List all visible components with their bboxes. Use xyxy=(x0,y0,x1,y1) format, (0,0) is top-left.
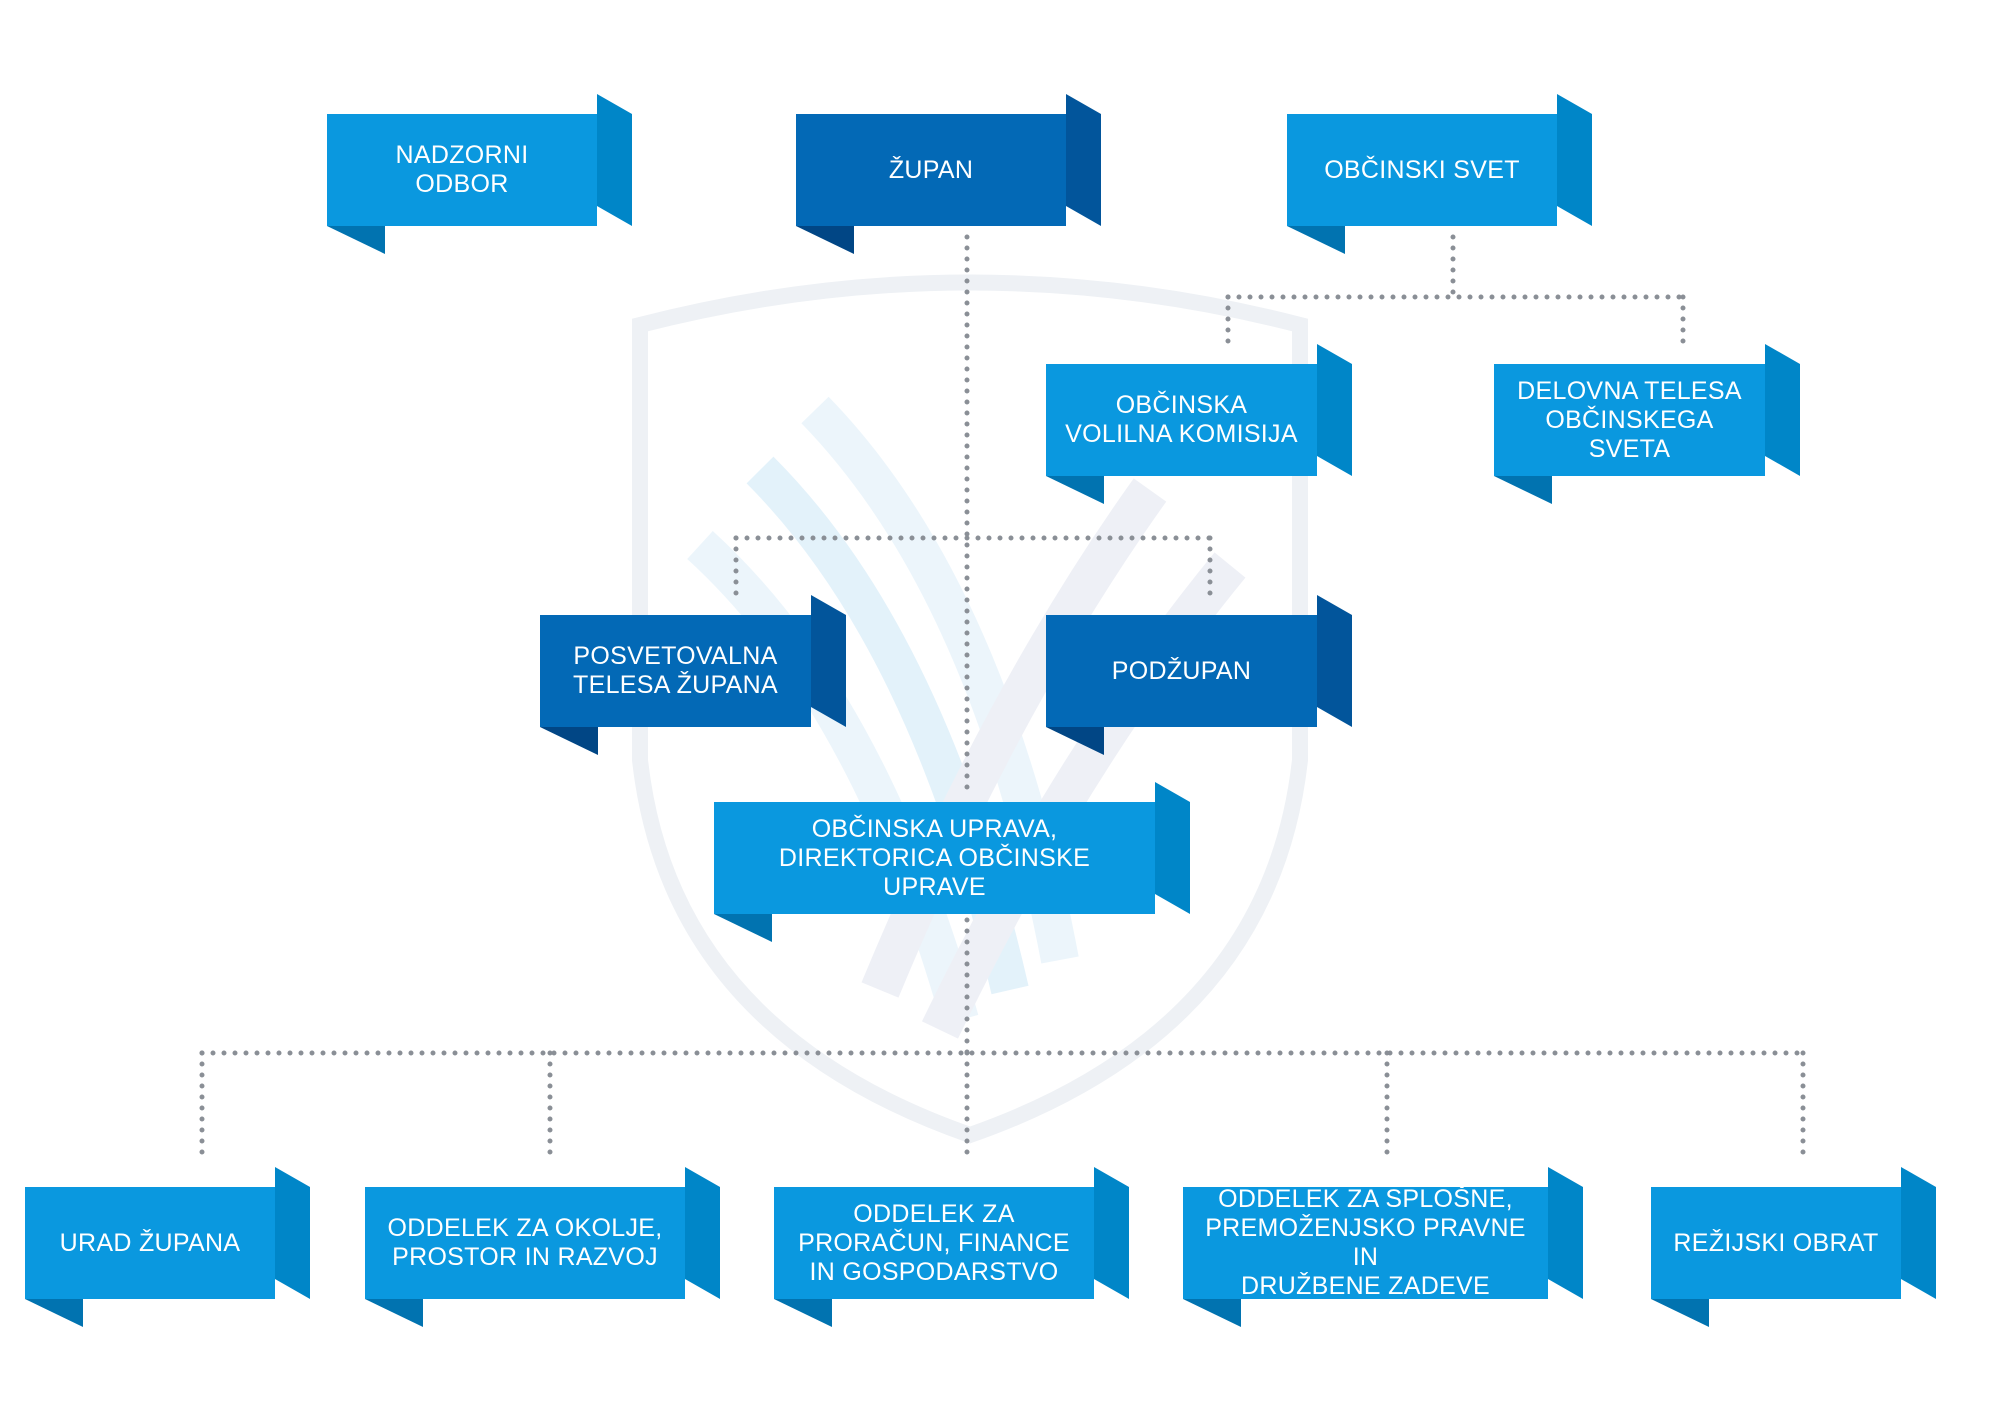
banner-front xyxy=(540,615,811,727)
banner-side xyxy=(1765,344,1800,476)
banner-shape xyxy=(1046,595,1352,755)
banner-fold xyxy=(1494,476,1552,504)
node-label: NADZORNI ODBOR xyxy=(395,141,529,198)
banner-shape xyxy=(714,782,1190,942)
node-label: POSVETOVALNA TELESA ŽUPANA xyxy=(573,642,778,699)
banner-fold xyxy=(796,226,854,254)
node-podzupan: PODŽUPAN xyxy=(1046,595,1352,755)
banner-shape xyxy=(1651,1167,1936,1327)
banner-front xyxy=(796,114,1066,226)
banner-front xyxy=(714,802,1155,914)
banner-side xyxy=(597,94,632,226)
banner-side xyxy=(1557,94,1592,226)
banner-fold xyxy=(774,1299,832,1327)
node-label: DELOVNA TELESA OBČINSKEGA SVETA xyxy=(1517,376,1742,463)
banner-side xyxy=(1901,1167,1936,1299)
banner-shape xyxy=(365,1167,720,1327)
banner-front xyxy=(1183,1187,1548,1299)
banner-shape xyxy=(540,595,846,755)
node-label: ODDELEK ZA OKOLJE, PROSTOR IN RAZVOJ xyxy=(387,1214,663,1271)
banner-front xyxy=(327,114,597,226)
banner-shape xyxy=(327,94,632,254)
banner-side xyxy=(1548,1167,1583,1299)
node-zupan: ŽUPAN xyxy=(796,94,1101,254)
banner-front xyxy=(1651,1187,1901,1299)
banner-shape xyxy=(1046,344,1352,504)
node-oddelek-okolje: ODDELEK ZA OKOLJE, PROSTOR IN RAZVOJ xyxy=(365,1167,720,1327)
banner-side xyxy=(1317,595,1352,727)
banner-shape xyxy=(796,94,1101,254)
node-posvetovalna-telesa: POSVETOVALNA TELESA ŽUPANA xyxy=(540,595,846,755)
banner-shape xyxy=(1287,94,1592,254)
node-urad-zupana: URAD ŽUPANA xyxy=(25,1167,310,1327)
node-oddelek-proracun: ODDELEK ZA PRORAČUN, FINANCE IN GOSPODAR… xyxy=(774,1167,1129,1327)
banner-fold xyxy=(1046,727,1104,755)
banner-front xyxy=(1046,364,1317,476)
node-label: PODŽUPAN xyxy=(1111,656,1252,685)
node-label: OBČINSKA UPRAVA, DIREKTORICA OBČINSKE UP… xyxy=(778,814,1091,901)
node-oddelek-splosne: ODDELEK ZA SPLOŠNE, PREMOŽENJSKO PRAVNE … xyxy=(1183,1167,1583,1327)
banner-shape xyxy=(1183,1167,1583,1327)
banner-fold xyxy=(714,914,772,942)
node-rezijski-obrat: REŽIJSKI OBRAT xyxy=(1651,1167,1936,1327)
banner-side xyxy=(1066,94,1101,226)
banner-fold xyxy=(25,1299,83,1327)
banner-side xyxy=(275,1167,310,1299)
banner-side xyxy=(1317,344,1352,476)
node-label: ODDELEK ZA SPLOŠNE, PREMOŽENJSKO PRAVNE … xyxy=(1205,1185,1526,1300)
banner-side xyxy=(1155,782,1190,914)
node-nadzorni-odbor: NADZORNI ODBOR xyxy=(327,94,632,254)
banner-front xyxy=(25,1187,275,1299)
banner-front xyxy=(365,1187,685,1299)
banner-side xyxy=(685,1167,720,1299)
banner-fold xyxy=(540,727,598,755)
banner-front xyxy=(1287,114,1557,226)
node-label: ŽUPAN xyxy=(888,155,974,184)
banner-fold xyxy=(1183,1299,1241,1327)
banner-fold xyxy=(1651,1299,1709,1327)
banner-fold xyxy=(1287,226,1345,254)
node-obcinska-uprava: OBČINSKA UPRAVA, DIREKTORICA OBČINSKE UP… xyxy=(714,782,1190,942)
banner-shape xyxy=(774,1167,1129,1327)
banner-fold xyxy=(327,226,385,254)
node-obcinska-volilna-komisija: OBČINSKA VOLILNA KOMISIJA xyxy=(1046,344,1352,504)
banner-fold xyxy=(365,1299,423,1327)
banner-side xyxy=(811,595,846,727)
node-label: URAD ŽUPANA xyxy=(59,1228,241,1257)
banner-fold xyxy=(1046,476,1104,504)
banner-shape xyxy=(25,1167,310,1327)
banner-shape xyxy=(1494,344,1800,504)
node-label: ODDELEK ZA PRORAČUN, FINANCE IN GOSPODAR… xyxy=(798,1199,1070,1286)
banner-front xyxy=(1494,364,1765,476)
banner-side xyxy=(1094,1167,1129,1299)
node-obcinski-svet: OBČINSKI SVET xyxy=(1287,94,1592,254)
node-label: OBČINSKI SVET xyxy=(1324,155,1520,184)
node-label: REŽIJSKI OBRAT xyxy=(1673,1228,1879,1257)
banner-front xyxy=(1046,615,1317,727)
node-delovna-telesa: DELOVNA TELESA OBČINSKEGA SVETA xyxy=(1494,344,1800,504)
banner-front xyxy=(774,1187,1094,1299)
node-label: OBČINSKA VOLILNA KOMISIJA xyxy=(1065,391,1298,448)
